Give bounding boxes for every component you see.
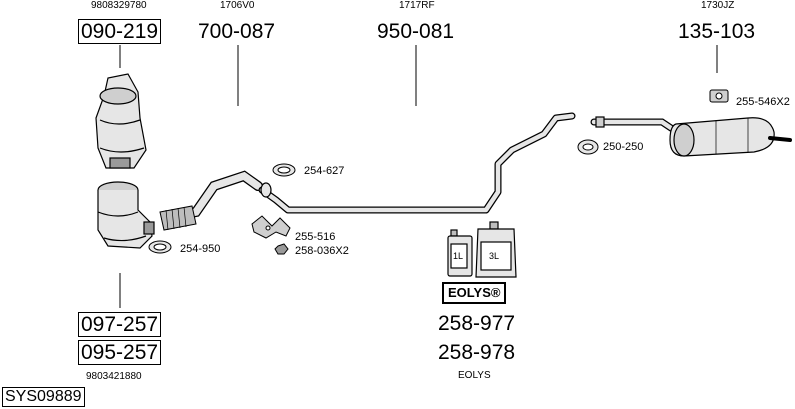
front-pipe-part-number[interactable]: 700-087 [198,20,276,43]
particle-filter-part-number-1[interactable]: 097-257 [78,312,162,337]
middle-pipe-part-number[interactable]: 950-081 [377,20,455,43]
bottle-small-label: 1L [453,251,464,261]
eolys-bottle-large [475,221,517,278]
additive-part-number-2[interactable]: 258-978 [438,341,516,364]
clamp-254-950-part [148,240,172,254]
eolys-bottle-small [447,229,473,277]
particle-filter-part-number-2[interactable]: 095-257 [78,340,162,365]
bracket-ref[interactable]: 255-516 [295,231,336,243]
clamp-254-627-part [272,163,296,177]
clamp-250-250-part [577,139,599,155]
additive-caption: EOLYS [458,370,491,381]
clamp-catalyst-ref[interactable]: 254-950 [180,243,221,255]
catalyst-part-number[interactable]: 090-219 [78,19,162,44]
rear-silencer-part [590,116,792,157]
clamp-rear-ref[interactable]: 250-250 [603,141,644,153]
front-pipe-oem-number: 1706V0 [220,0,255,11]
catalyst-part [95,73,147,169]
particle-filter-oem-number: 9803421880 [86,371,142,382]
middle-pipe-part [258,112,576,214]
rear-silencer-part-number[interactable]: 135-103 [678,20,756,43]
bottle-large-label: 3L [489,251,500,261]
catalyst-oem-number: 9808329780 [91,0,147,11]
particle-filter-part [97,181,155,249]
clamp-front-ref[interactable]: 254-627 [304,165,345,177]
system-code-label[interactable]: SYS09889 [2,387,85,407]
eolys-brand-label: EOLYS® [442,282,507,304]
middle-pipe-oem-number: 1717RF [399,0,435,11]
rubber-mount-255-546-part [709,89,729,103]
additive-part-number-1[interactable]: 258-977 [438,312,516,335]
rubber-mount-ref[interactable]: 255-546X2 [736,96,790,108]
nut-ref[interactable]: 258-036X2 [295,245,349,257]
rear-silencer-oem-number: 1730JZ [701,0,735,11]
front-pipe-part [159,170,263,231]
nut-258-036-part [274,243,289,255]
bracket-255-516-part [251,215,291,239]
